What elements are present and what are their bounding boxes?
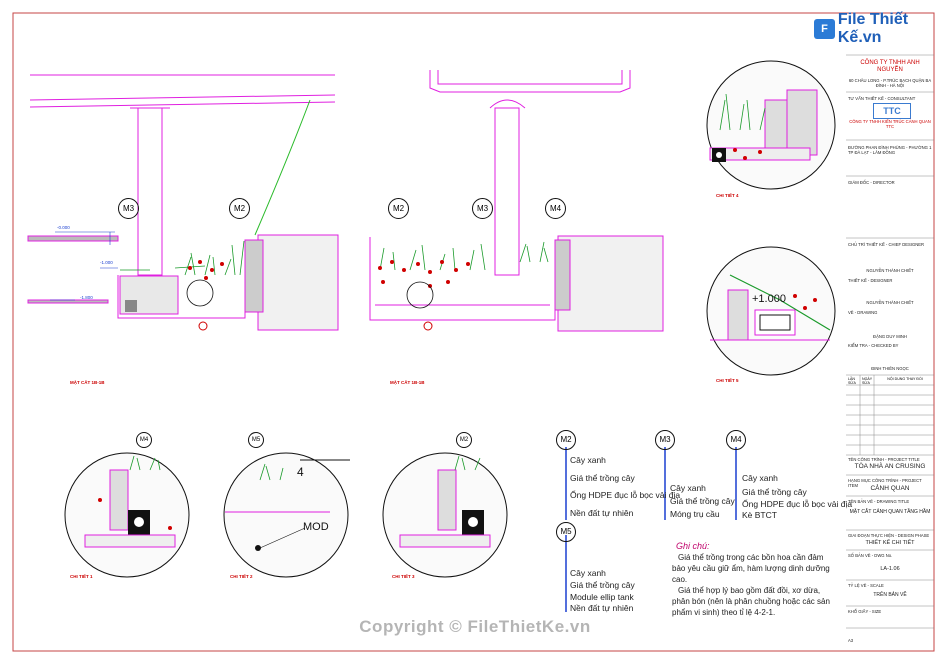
detail-3-caption: CHI TIẾT 3 xyxy=(392,574,415,579)
detail-5-caption: CHI TIẾT 5 xyxy=(716,378,739,383)
note-title: Ghi chú: xyxy=(676,541,710,551)
section-1-drawing xyxy=(27,74,339,331)
company1-name: CÔNG TY TNHH ANH NGUYỄN xyxy=(860,60,920,73)
project-label: TÊN CÔNG TRÌNH - PROJECT TITLE xyxy=(848,457,920,462)
project-name: TÒA NHÀ AN CRUSING xyxy=(854,463,926,470)
legend-bars xyxy=(565,447,737,612)
level-label: -0.000 xyxy=(57,225,70,230)
director-label: GIÁM ĐỐC - DIRECTOR xyxy=(848,180,895,185)
company2-address: ĐƯỜNG PHAN ĐÌNH PHÙNG - PHƯỜNG 1 TP ĐÀ L… xyxy=(848,145,932,155)
checked-name: ĐINH THIÊN NGỌC xyxy=(871,366,909,371)
scale-label: TỶ LỆ VẼ - SCALE xyxy=(848,583,884,588)
phase-name: THIẾT KẾ CHI TIẾT xyxy=(865,540,915,546)
company2-name: CÔNG TY TNHH KIẾN TRÚC CẢNH QUAN TTC xyxy=(849,119,931,129)
brand-text: File Thiết Kế.vn xyxy=(837,11,909,46)
chief-label: CHỦ TRÌ THIẾT KẾ - CHIEF DESIGNER xyxy=(848,242,925,247)
legend-m5-item: Giá thể trồng cây xyxy=(570,580,635,590)
level-label: -1.800 xyxy=(80,295,93,300)
legend-m4-item: Kè BTCT xyxy=(742,510,777,520)
legend-tag-m5: M5 xyxy=(556,522,576,542)
marker-m3-sec2: M3 xyxy=(472,198,493,219)
legend-m4-item: Ống HDPE đục lỗ bọc vải địa xyxy=(742,499,853,509)
designer-label: THIẾT KẾ - DESIGNER xyxy=(848,278,893,283)
checked-label: KIỂM TRA - CHECKED BY xyxy=(848,343,899,348)
item-name: CẢNH QUAN xyxy=(870,485,910,492)
note-line: Giá thể trồng trong các bồn hoa cần đảm … xyxy=(672,553,830,584)
section-2-drawing xyxy=(369,70,664,332)
legend-m2-item: Cây xanh xyxy=(570,455,606,465)
sheet-frame xyxy=(12,12,935,652)
legend-m2-item: Nền đất tự nhiên xyxy=(570,508,634,518)
svg-text:MOD: MOD xyxy=(303,521,329,533)
drawn-label: VẼ - DRAWING xyxy=(848,310,878,315)
phase-label: GIAI ĐOẠN THỰC HIỆN - DESIGN PHASE xyxy=(848,533,930,538)
marker-m2-det3: M2 xyxy=(456,432,472,448)
detail-4-caption: CHI TIẾT 4 xyxy=(716,193,739,198)
ttc-logo: TTC xyxy=(873,103,911,119)
sheet-label: SỐ BẢN VẼ - DWG No. xyxy=(848,553,893,558)
drawing-name: MẶT CẮT CẢNH QUAN TẦNG HẦM xyxy=(849,509,931,515)
legend-m3-item: Giá thể trồng cây xyxy=(670,496,735,506)
copyright-watermark: Copyright © FileThietKe.vn xyxy=(359,617,591,636)
legend-m5-item: Nền đất tự nhiên xyxy=(570,603,634,613)
level-label-detail5: +1.000 xyxy=(752,293,786,305)
detail-5-drawing xyxy=(706,246,836,376)
size-value: A3 xyxy=(848,638,854,643)
marker-m2-sec1: M2 xyxy=(229,198,250,219)
marker-m3-sec1: M3 xyxy=(118,198,139,219)
marker-m4-sec2: M4 xyxy=(545,198,566,219)
rev-header-2: NGÀY SỬA xyxy=(862,377,873,385)
legend-m3-item: Cây xanh xyxy=(670,483,706,493)
detail-2-drawing: MOD 4 xyxy=(223,452,350,578)
note-text: Giá thể trồng trong các bồn hoa cần đảm … xyxy=(672,552,832,618)
item-label: HẠNG MỤC CÔNG TRÌNH - PROJECT ITEM xyxy=(848,478,922,488)
legend-m5-item: Cây xanh xyxy=(570,568,606,578)
detail-2-caption: CHI TIẾT 2 xyxy=(230,574,253,579)
legend-m2-item: Giá thể trồng cây xyxy=(570,473,635,483)
consultant-label: TƯ VẤN THIẾT KẾ - CONSULTANT xyxy=(848,96,916,101)
marker-m4-det1: M4 xyxy=(136,432,152,448)
legend-tag-m2: M2 xyxy=(556,430,576,450)
legend-m2-item: Ống HDPE đục lỗ bọc vải địa xyxy=(570,490,681,500)
rev-header-3: NỘI DUNG THAY ĐỔI xyxy=(887,377,923,381)
legend-m4-item: Giá thể trồng cây xyxy=(742,487,807,497)
file-icon: F xyxy=(814,19,835,39)
company1-address: 60 CHÂU LONG - P.TRÚC BẠCH QUẬN BA ĐÌNH … xyxy=(848,78,932,88)
marker-m5-det2: M5 xyxy=(248,432,264,448)
legend-m3-item: Móng trụ cầu xyxy=(670,509,720,519)
designer-name: NGUYỄN THÀNH CHIẾT xyxy=(866,300,914,305)
legend-m4-item: Cây xanh xyxy=(742,473,778,483)
site-logo: F File Thiết Kế.vn xyxy=(814,11,950,46)
drawing-label: TÊN BẢN VẼ - DRAWING TITLE xyxy=(848,499,910,504)
chief-name: NGUYỄN THÀNH CHIẾT xyxy=(866,268,914,273)
legend-tag-m3: M3 xyxy=(655,430,675,450)
legend-tag-m4: M4 xyxy=(726,430,746,450)
detail-1-drawing xyxy=(64,452,190,578)
detail-4-drawing xyxy=(706,60,836,190)
size-label: KHỔ GIẤY - SIZE xyxy=(848,609,882,614)
detail-3-drawing xyxy=(382,452,508,578)
drawn-name: ĐẶNG DUY MINH xyxy=(873,334,907,339)
section-1-caption: MẶT CẮT 1B-1B xyxy=(70,380,105,385)
legend-m5-item: Module ellip tank xyxy=(570,592,634,602)
title-block-grid xyxy=(846,54,934,629)
scale-value: TRÊN BẢN VẼ xyxy=(873,592,907,598)
rev-header-1: LẦN SỬA xyxy=(848,377,856,385)
level-label: -1.000 xyxy=(100,260,113,265)
sheet-number: LA-1.06 xyxy=(880,566,900,572)
note-line: Giá thể hợp lý bao gồm đất đồi, xơ dừa, … xyxy=(672,586,830,617)
svg-text:4: 4 xyxy=(297,465,304,479)
detail-1-caption: CHI TIẾT 1 xyxy=(70,574,93,579)
section-2-caption: MẶT CẮT 1B-1B xyxy=(390,380,425,385)
marker-m2-sec2: M2 xyxy=(388,198,409,219)
